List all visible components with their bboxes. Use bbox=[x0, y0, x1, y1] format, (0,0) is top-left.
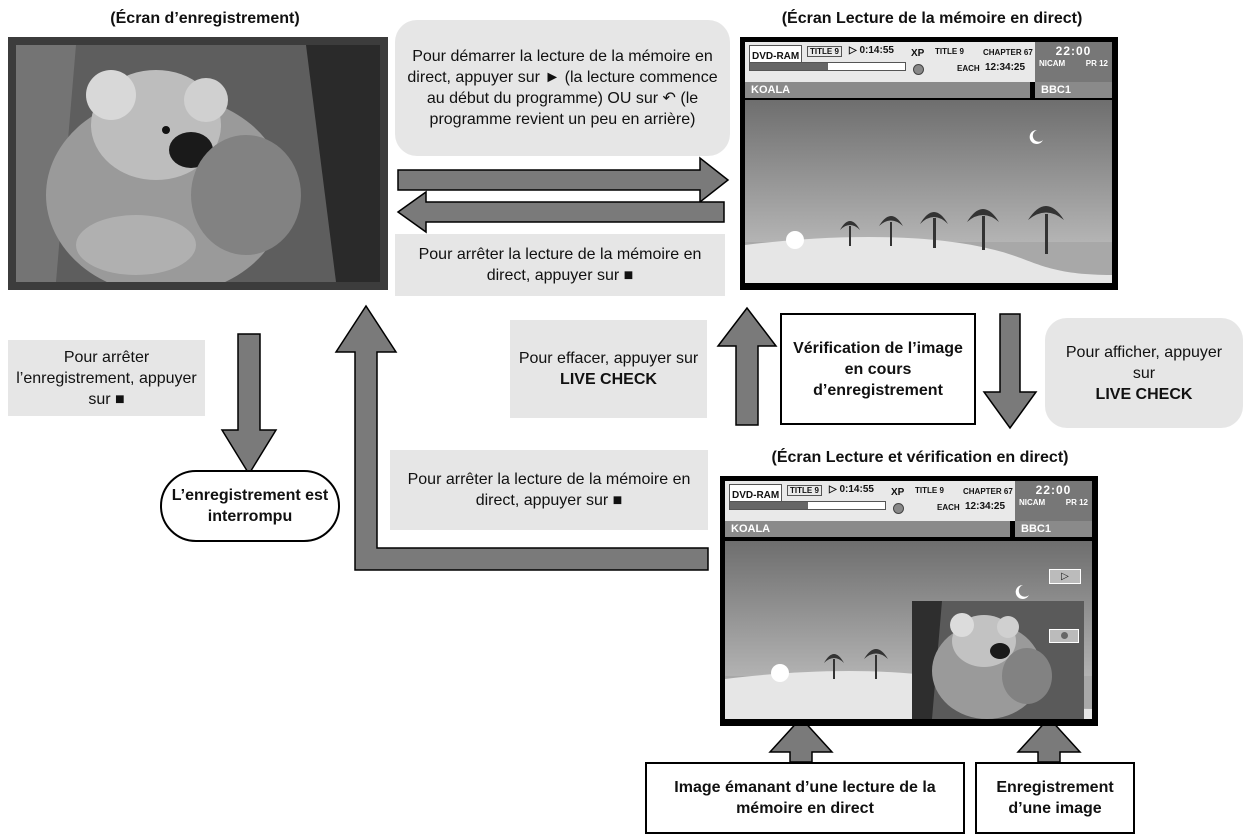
osd-panel-2: DVD-RAM TITLE 9 ▷ 0:14:55 XP TITLE 9 CHA… bbox=[725, 481, 1092, 521]
osd-rec-time: 12:34:25 bbox=[985, 62, 1026, 73]
koala-photo bbox=[16, 45, 380, 282]
pip-koala-image bbox=[912, 601, 1084, 719]
osd-rec-title-num-2: 9 bbox=[939, 486, 944, 495]
progress-bar-2 bbox=[729, 501, 886, 510]
osd-chapter-label-2: CHAPTER bbox=[963, 487, 1002, 496]
beach-scene-image bbox=[745, 100, 1112, 283]
osd-preset-2: PR 12 bbox=[1065, 498, 1088, 507]
record-indicator-icon bbox=[913, 64, 924, 75]
osd-each-2: EACH bbox=[937, 503, 960, 512]
live-check-screen: DVD-RAM TITLE 9 ▷ 0:14:55 XP TITLE 9 CHA… bbox=[720, 476, 1098, 726]
progress-bar bbox=[749, 62, 906, 71]
osd-rec-title-num: 9 bbox=[959, 47, 964, 56]
recording-screen bbox=[8, 37, 388, 290]
osd-clock-panel-2: 22:00 NICAM PR 12 bbox=[1015, 481, 1092, 521]
box-verification: Vérification de l’image en cours d’enreg… bbox=[780, 313, 976, 425]
osd-panel: DVD-RAM TITLE 9 ▷ 0:14:55 XP TITLE 9 CHA… bbox=[745, 42, 1112, 82]
record-indicator-icon-2 bbox=[893, 503, 904, 514]
note-erase-key: LIVE CHECK bbox=[560, 371, 657, 388]
box-interrupted: L’enregistrement est interrompu bbox=[160, 470, 340, 542]
box-image-from-live: Image émanant d’une lecture de la mémoir… bbox=[645, 762, 965, 834]
osd-chapter-num: 67 bbox=[1023, 48, 1033, 57]
title-live-check-screen: (Écran Lecture et vérification en direct… bbox=[771, 449, 1069, 466]
osd-title-label: TITLE bbox=[810, 47, 833, 56]
osd-title-num-2: 9 bbox=[814, 486, 819, 495]
arrow-left-to-recording bbox=[396, 190, 725, 234]
osd-title-num: 9 bbox=[834, 47, 839, 56]
osd-mode-2: XP bbox=[891, 487, 905, 498]
osd-chapter-label: CHAPTER bbox=[983, 48, 1022, 57]
osd-channel: BBC1 bbox=[1035, 82, 1112, 98]
box-recording-image: Enregistrement d’une image bbox=[975, 762, 1135, 834]
osd-each: EACH bbox=[957, 64, 980, 73]
note-stop-recording: Pour arrêter l’enregistrement, appuyer s… bbox=[8, 340, 205, 416]
note-display-key: LIVE CHECK bbox=[1095, 385, 1193, 403]
arrow-up-recording-image bbox=[1016, 716, 1082, 763]
note-erase-text: Pour effacer, appuyer sur bbox=[518, 350, 699, 367]
osd-rec-time-2: 12:34:25 bbox=[965, 501, 1006, 512]
pip-koala-photo bbox=[912, 601, 1084, 719]
osd-rec-title-label: TITLE bbox=[935, 47, 958, 56]
osd-audio: NICAM bbox=[1039, 59, 1066, 68]
osd-clock-2: 22:00 bbox=[1035, 483, 1072, 497]
record-dot-icon bbox=[1060, 632, 1068, 639]
note-stop-live-memory-bottom: Pour arrêter la lecture de la mémoire en… bbox=[390, 450, 708, 530]
arrow-up-erase bbox=[716, 306, 778, 426]
live-memory-screen: DVD-RAM TITLE 9 ▷ 0:14:55 XP TITLE 9 CHA… bbox=[740, 37, 1118, 290]
arrow-right-to-live-memory bbox=[397, 156, 730, 204]
osd-disc: DVD-RAM bbox=[752, 51, 800, 62]
osd-mode: XP bbox=[911, 48, 925, 59]
koala-image bbox=[16, 45, 380, 282]
osd-program-name: KOALA bbox=[745, 82, 1030, 98]
osd-title-label-2: TITLE bbox=[790, 486, 813, 495]
osd-audio-2: NICAM bbox=[1019, 498, 1046, 507]
note-display-text: Pour afficher, appuyer sur bbox=[1065, 343, 1223, 382]
arrow-return-to-recording bbox=[334, 304, 709, 571]
osd-play-time-2: ▷ 0:14:55 bbox=[829, 484, 874, 495]
osd-channel-2: BBC1 bbox=[1015, 521, 1092, 537]
play-icon: ▷ bbox=[1049, 569, 1081, 584]
title-recording-screen: (Écran d’enregistrement) bbox=[110, 10, 300, 27]
osd-chapter-num-2: 67 bbox=[1003, 487, 1013, 496]
note-display: Pour afficher, appuyer sur LIVE CHECK bbox=[1045, 318, 1243, 428]
osd-clock-panel: 22:00 NICAM PR 12 bbox=[1035, 42, 1112, 82]
arrow-down-stop-recording bbox=[220, 333, 278, 476]
osd-clock: 22:00 bbox=[1055, 44, 1092, 58]
title-live-memory-screen: (Écran Lecture de la mémoire en direct) bbox=[781, 10, 1083, 27]
osd-preset: PR 12 bbox=[1085, 59, 1108, 68]
arrow-up-live-image bbox=[768, 716, 834, 763]
arrow-down-display bbox=[982, 313, 1038, 430]
osd-program-name-2: KOALA bbox=[725, 521, 1010, 537]
osd-play-time: ▷ 0:14:55 bbox=[849, 45, 894, 56]
osd-rec-title-label-2: TITLE bbox=[915, 486, 938, 495]
note-start-live-memory: Pour démarrer la lecture de la mémoire e… bbox=[395, 20, 730, 156]
osd-disc-2: DVD-RAM bbox=[732, 490, 780, 501]
note-stop-live-memory-top: Pour arrêter la lecture de la mémoire en… bbox=[395, 234, 725, 296]
record-badge bbox=[1049, 629, 1079, 643]
note-erase: Pour effacer, appuyer sur LIVE CHECK bbox=[510, 320, 707, 418]
